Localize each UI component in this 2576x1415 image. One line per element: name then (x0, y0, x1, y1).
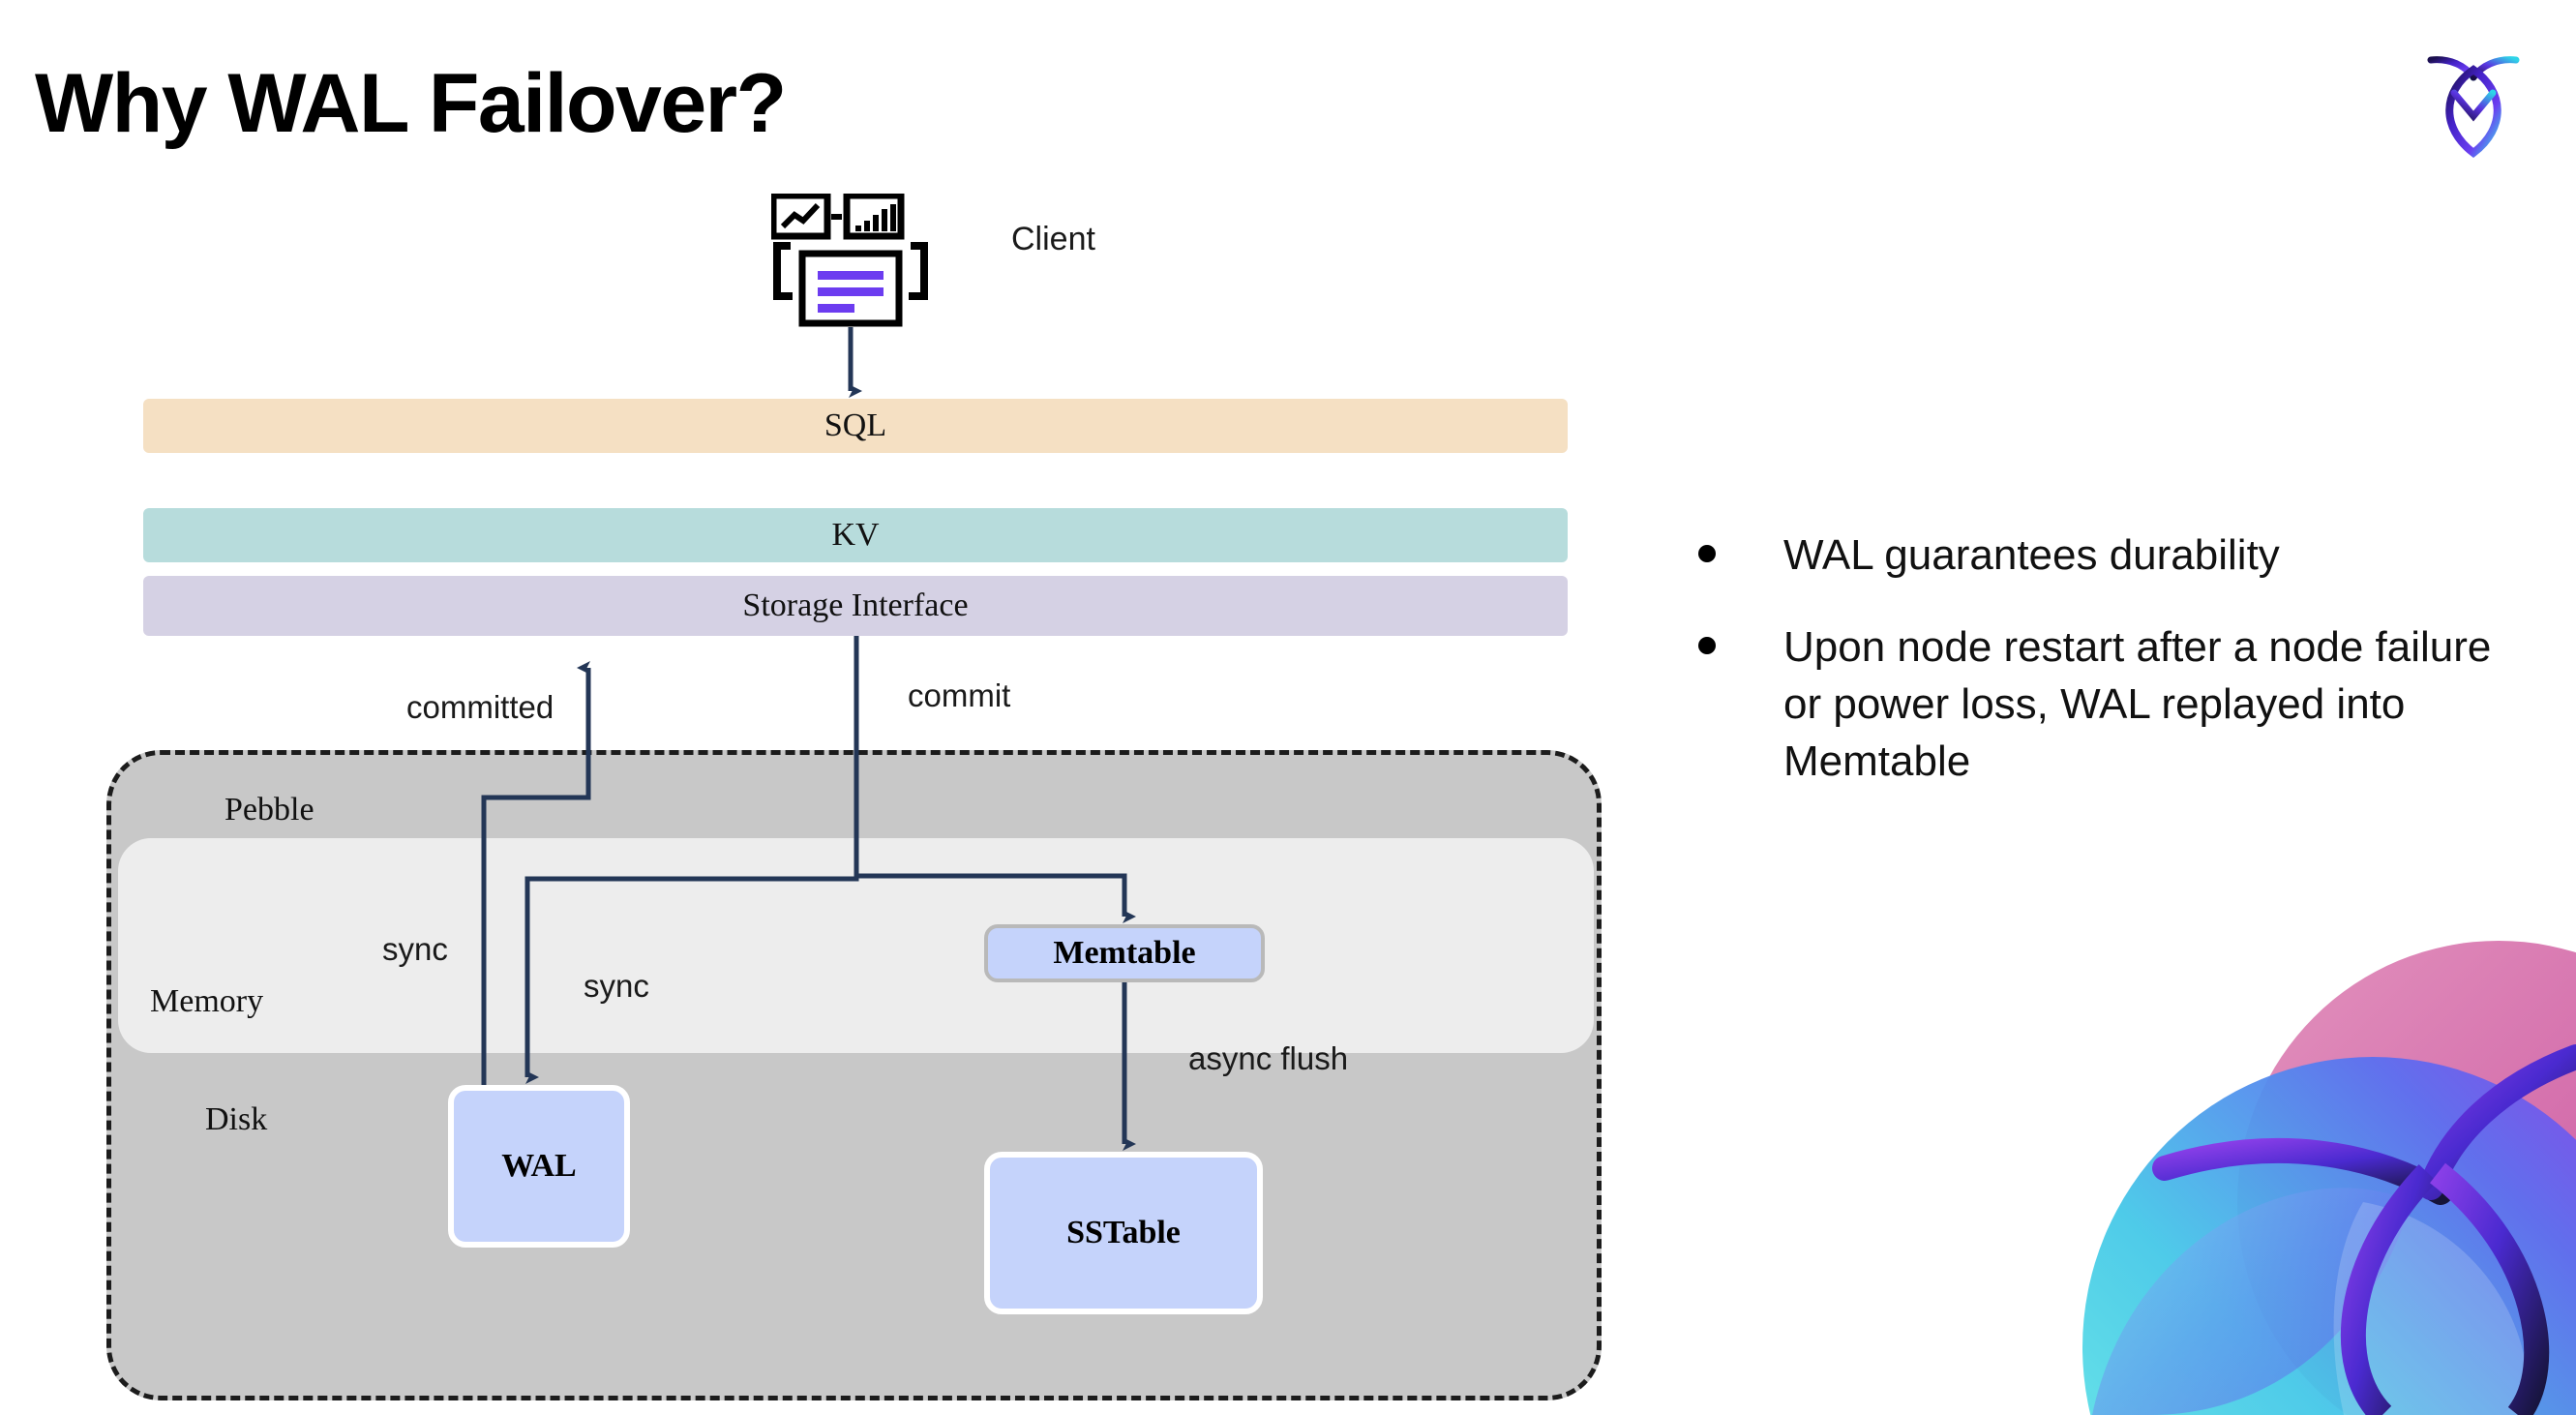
disk-region-label: Disk (205, 1101, 268, 1137)
layer-label-kv: KV (831, 517, 880, 553)
edge-label-async-flush: async flush (1188, 1040, 1349, 1076)
client-label: Client (1011, 221, 1095, 257)
edge-label-sync-left: sync (382, 931, 448, 967)
client-workstation-icon (769, 192, 930, 327)
cockroachdb-logo-icon (2411, 35, 2535, 159)
bullet-list: WAL guarantees durability Upon node rest… (1698, 527, 2521, 826)
layer-bar-kv: KV (143, 508, 1568, 562)
bullet-text: Upon node restart after a node failure o… (1783, 622, 2492, 785)
cockroachdb-decorative-artwork-icon (1957, 912, 2576, 1415)
layer-bar-storage-interface: Storage Interface (143, 576, 1568, 636)
edge-label-committed: committed (406, 689, 554, 725)
bullet-dot-icon (1698, 545, 1716, 562)
memory-region (118, 838, 1594, 1053)
node-memtable-label: Memtable (1053, 935, 1196, 971)
list-item: Upon node restart after a node failure o… (1698, 619, 2521, 791)
node-wal: WAL (448, 1085, 630, 1248)
layer-bar-sql: SQL (143, 399, 1568, 453)
pebble-label: Pebble (225, 792, 315, 828)
node-sstable-label: SSTable (1066, 1215, 1181, 1250)
memory-region-label: Memory (150, 983, 264, 1019)
edge-label-sync-right: sync (584, 968, 649, 1004)
layer-label-storage-interface: Storage Interface (742, 587, 969, 623)
bullet-text: WAL guarantees durability (1783, 531, 2280, 579)
node-wal-label: WAL (501, 1148, 577, 1184)
layer-label-sql: SQL (824, 407, 887, 443)
node-sstable: SSTable (984, 1152, 1263, 1314)
node-memtable: Memtable (984, 924, 1265, 982)
list-item: WAL guarantees durability (1698, 527, 2521, 585)
page-title: Why WAL Failover? (35, 57, 787, 150)
bullet-dot-icon (1698, 636, 1716, 654)
edge-label-commit: commit (908, 677, 1011, 713)
